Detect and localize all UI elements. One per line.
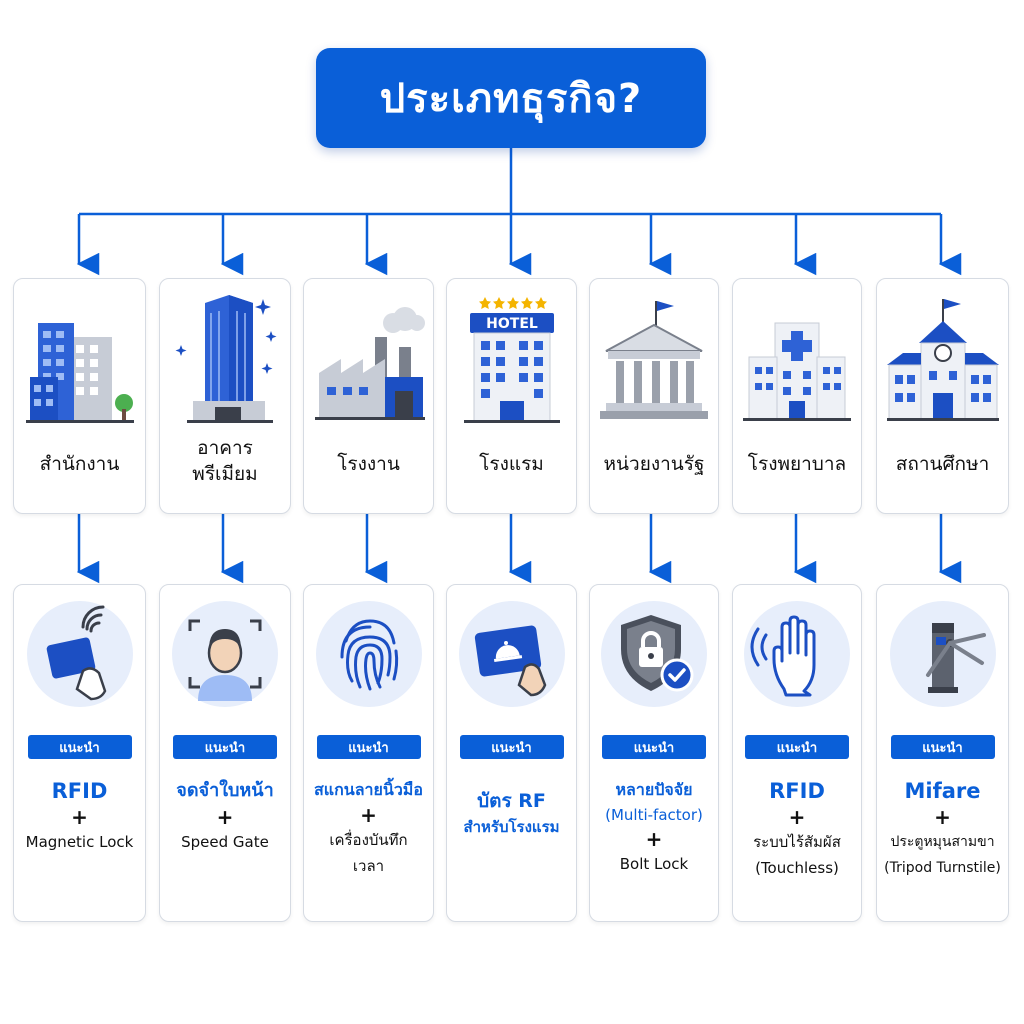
recommended-badge: แนะนำ: [173, 735, 277, 759]
label-line: อาคาร: [197, 437, 253, 459]
recommendation-text: จดจำใบหน้า + Speed Gate: [162, 777, 288, 855]
rfid-card-icon: [46, 605, 106, 701]
secondary-solution: ระบบไร้สัมผัส: [753, 833, 841, 851]
recommended-badge: แนะนำ: [459, 735, 564, 759]
primary-solution: RFID: [51, 779, 108, 803]
recommendation-card-hotel[interactable]: แนะนำ บัตร RF สำหรับโรงแรม: [446, 584, 577, 922]
recommendation-card-factory[interactable]: แนะนำ สแกนลายนิ้วมือ + เครื่องบันทึก เวล…: [303, 584, 434, 922]
security-shield-icon: [621, 615, 694, 692]
recommended-badge: แนะนำ: [602, 735, 706, 759]
recommendation-icon-circle: [26, 601, 133, 707]
premium-tower-icon: [175, 295, 277, 423]
question-title: ประเภทธุรกิจ?: [316, 48, 706, 148]
face-recognition-icon: [188, 619, 262, 701]
recommendation-text: RFID + ระบบไร้สัมผัส (Touchless): [735, 777, 859, 881]
primary-solution: จดจำใบหน้า: [176, 780, 274, 801]
business-type-card-school[interactable]: สถานศึกษา: [876, 278, 1009, 514]
label-line: สถานศึกษา: [895, 453, 990, 475]
primary-solution-detail: (Multi-factor): [605, 806, 703, 824]
plus-sign: +: [645, 827, 663, 851]
plus-sign: +: [71, 805, 88, 829]
recommendation-icon-circle: [315, 601, 422, 707]
primary-solution: บัตร RF: [477, 790, 546, 812]
plus-sign: +: [360, 803, 377, 827]
plus-sign: +: [788, 805, 806, 829]
recommended-badge: แนะนำ: [316, 735, 421, 759]
business-type-label: โรงแรม: [451, 451, 572, 477]
factory-icon: [314, 307, 425, 420]
recommendation-icon-circle: [889, 601, 996, 707]
plus-sign: +: [934, 805, 951, 829]
business-type-label: โรงพยาบาล: [737, 451, 857, 477]
recommended-badge: แนะนำ: [745, 735, 849, 759]
label-line: สำนักงาน: [39, 453, 120, 475]
secondary-solution: (Tripod Turnstile): [884, 860, 1001, 876]
recommendation-icon-circle: [458, 601, 565, 707]
secondary-solution: Speed Gate: [181, 833, 269, 851]
business-type-label: สำนักงาน: [18, 451, 141, 477]
touchless-hand-icon: [750, 615, 816, 697]
hotel-sign-text: HOTEL: [486, 316, 538, 332]
recommendation-icon-circle: [172, 601, 278, 707]
business-type-card-premium-building[interactable]: อาคาร พรีเมียม: [159, 278, 291, 514]
recommendation-text: บัตร RF สำหรับโรงแรม: [449, 787, 574, 839]
recommendation-card-office[interactable]: แนะนำ RFID + Magnetic Lock: [13, 584, 146, 922]
recommendation-card-government[interactable]: แนะนำ หลายปัจจัย (Multi-factor) + Bolt L…: [589, 584, 719, 922]
business-type-card-factory[interactable]: โรงงาน: [303, 278, 434, 514]
hospital-icon: [743, 322, 851, 421]
secondary-solution: (Touchless): [755, 859, 839, 877]
fingerprint-icon: [340, 619, 398, 691]
business-type-label: โรงงาน: [308, 451, 429, 477]
government-building-icon: [600, 301, 708, 419]
secondary-solution: ประตูหมุนสามขา: [890, 834, 995, 850]
school-icon: [886, 299, 999, 421]
recommended-badge: แนะนำ: [27, 735, 132, 759]
recommendation-text: หลายปัจจัย (Multi-factor) + Bolt Lock: [592, 777, 716, 877]
recommendation-card-school[interactable]: แนะนำ Mifare + ประตูหมุนสามขา (Tripod Tu…: [876, 584, 1009, 922]
business-type-card-hotel[interactable]: HOTEL โรงแรม: [446, 278, 577, 514]
tripod-turnstile-icon: [925, 623, 986, 693]
plus-sign: +: [216, 805, 234, 829]
recommendation-text: Mifare + ประตูหมุนสามขา (Tripod Turnstil…: [879, 777, 1006, 881]
recommendation-card-premium-building[interactable]: แนะนำ จดจำใบหน้า + Speed Gate: [159, 584, 291, 922]
business-type-card-office[interactable]: สำนักงาน: [13, 278, 146, 514]
office-building-icon: [25, 323, 134, 423]
recommendation-text: RFID + Magnetic Lock: [16, 777, 143, 855]
primary-solution: Mifare: [904, 779, 981, 803]
label-line: พรีเมียม: [192, 463, 258, 485]
label-line: โรงงาน: [337, 453, 400, 475]
recommendation-text: สแกนลายนิ้วมือ + เครื่องบันทึก เวลา: [306, 777, 431, 879]
primary-solution-detail: สำหรับโรงแรม: [463, 818, 560, 836]
business-type-label: สถานศึกษา: [881, 451, 1004, 477]
business-type-label: หน่วยงานรัฐ: [594, 451, 714, 477]
recommendation-icon-circle: [601, 601, 707, 707]
secondary-solution: Magnetic Lock: [25, 833, 134, 851]
business-type-card-government[interactable]: หน่วยงานรัฐ: [589, 278, 719, 514]
recommendation-card-hospital[interactable]: แนะนำ RFID + ระบบไร้สัมผัส (Touchless): [732, 584, 862, 922]
hotel-key-card-icon: [474, 625, 546, 697]
secondary-solution: เวลา: [352, 857, 385, 875]
label-line: โรงแรม: [479, 453, 544, 475]
primary-solution: สแกนลายนิ้วมือ: [314, 780, 423, 799]
label-line: โรงพยาบาล: [747, 453, 847, 475]
business-type-card-hospital[interactable]: โรงพยาบาล: [732, 278, 862, 514]
business-type-label: อาคาร พรีเมียม: [164, 435, 286, 487]
recommendation-icon-circle: [744, 601, 850, 707]
label-line: หน่วยงานรัฐ: [603, 453, 705, 475]
secondary-solution: เครื่องบันทึก: [329, 831, 408, 849]
primary-solution: หลายปัจจัย: [615, 780, 693, 799]
hotel-icon: HOTEL: [463, 297, 560, 423]
secondary-solution: Bolt Lock: [619, 855, 689, 873]
primary-solution: RFID: [769, 779, 825, 803]
recommended-badge: แนะนำ: [890, 735, 995, 759]
